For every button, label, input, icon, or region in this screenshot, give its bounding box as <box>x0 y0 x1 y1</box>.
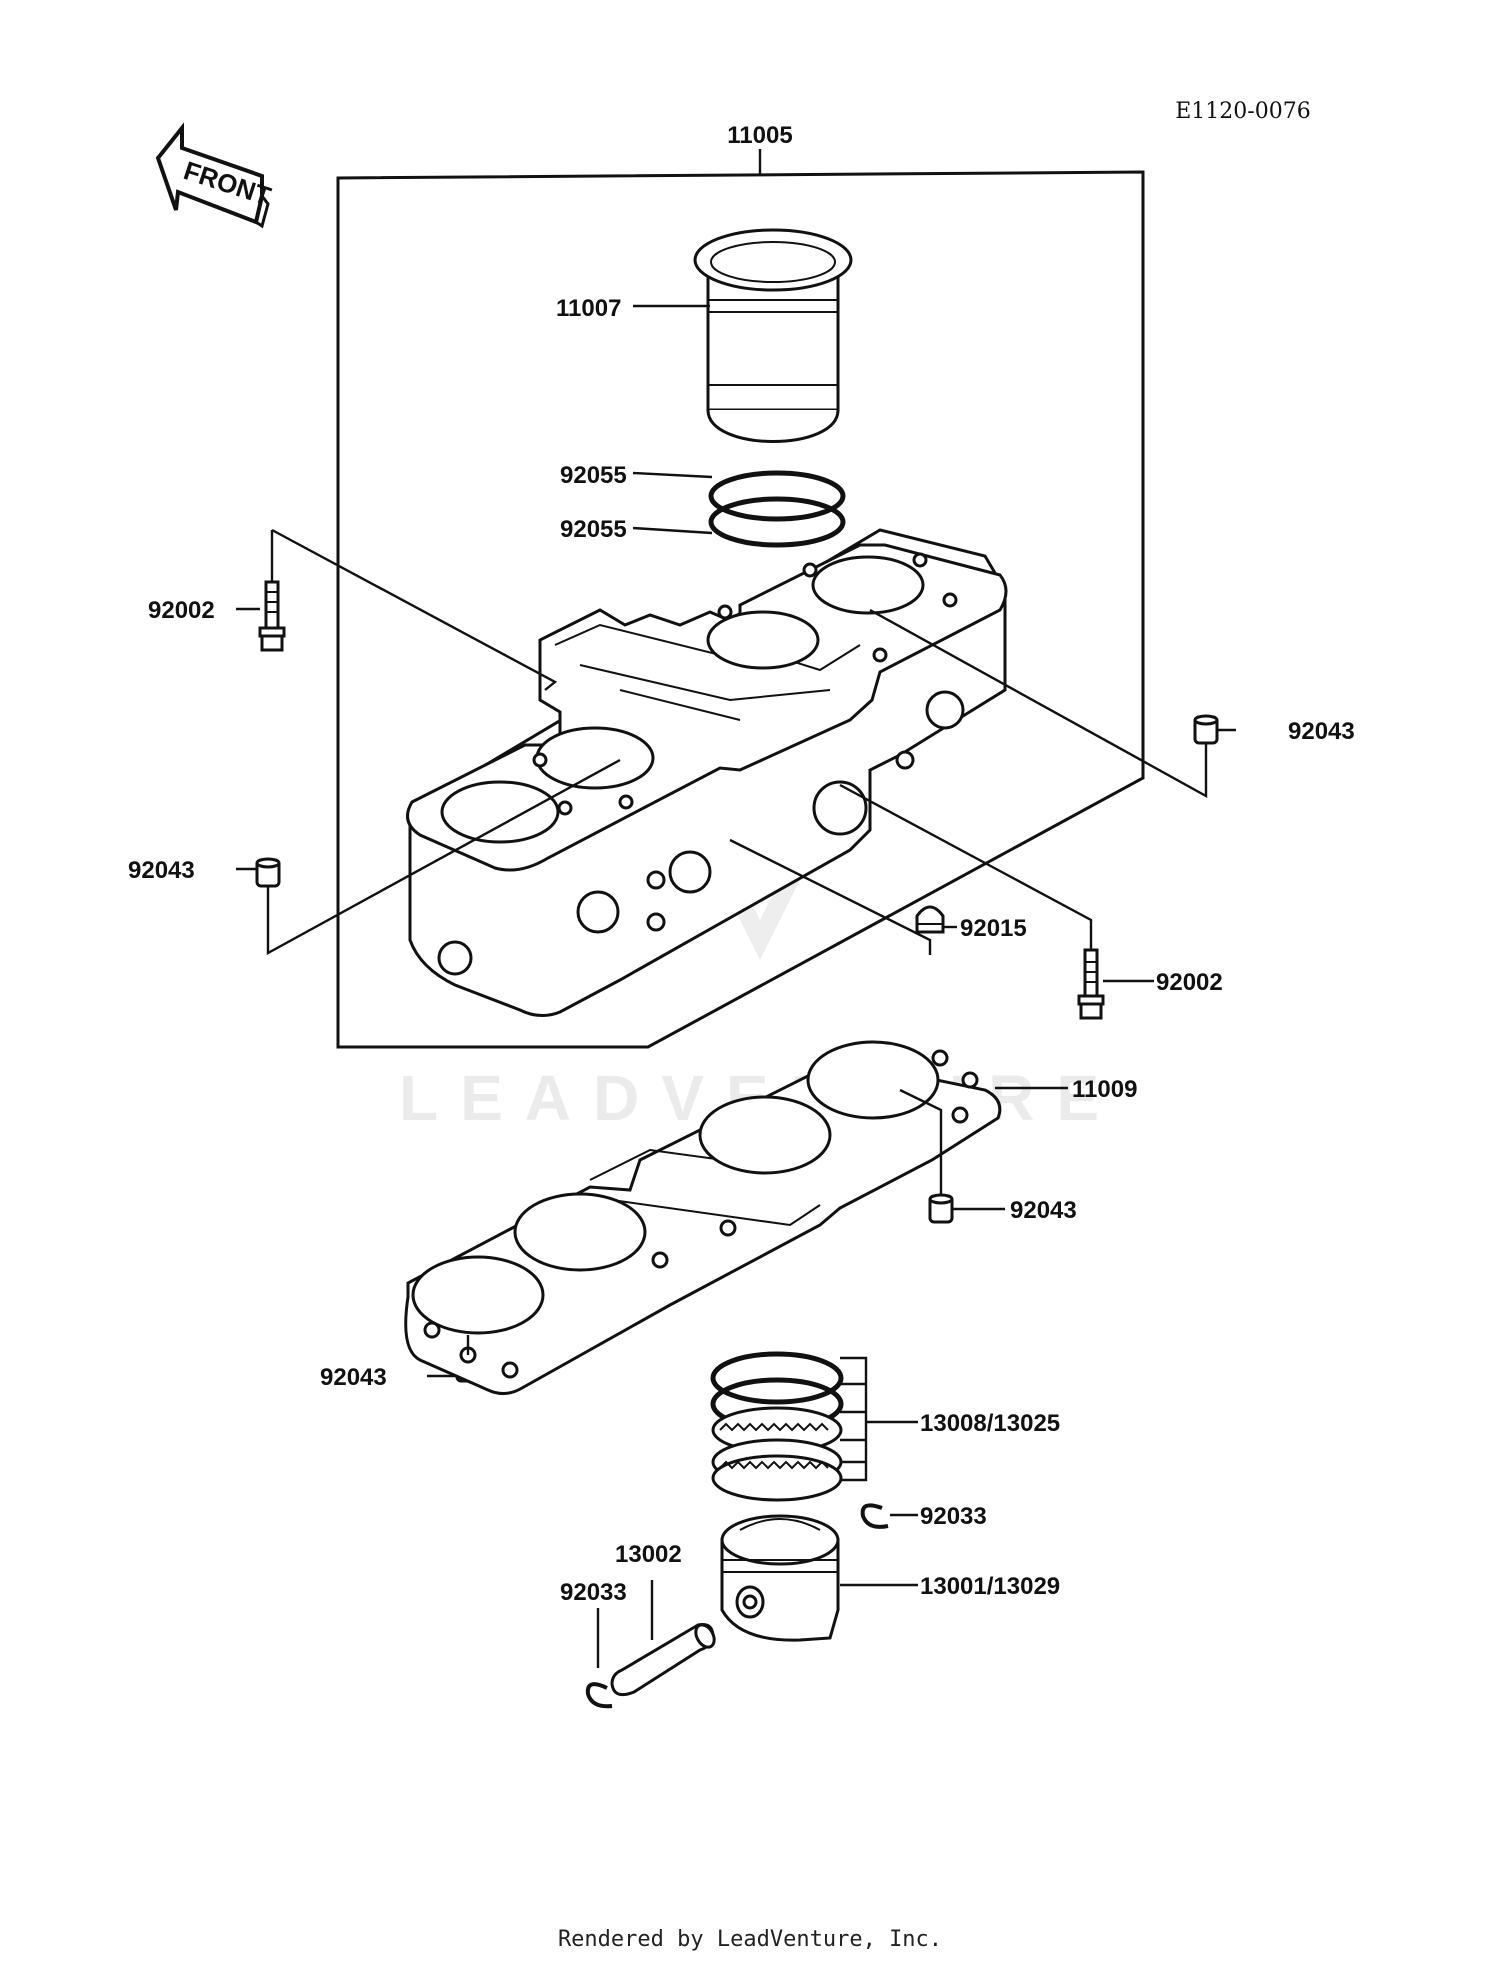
o-ring-upper <box>708 470 846 522</box>
part-label-92002-left: 92002 <box>148 597 215 624</box>
piston-pin <box>610 1623 716 1697</box>
front-arrow-icon: FRONT <box>155 122 275 229</box>
dowel-pin-left-icon <box>255 857 281 888</box>
dowel-pin-gasket-right-icon <box>928 1193 954 1224</box>
bolt-lower-right-icon <box>1077 948 1105 1020</box>
part-label-92033-right: 92033 <box>920 1503 987 1530</box>
part-number-labels: 11005 11007 92055 92055 92002 92043 9204… <box>128 122 1355 1606</box>
part-label-92043-left: 92043 <box>128 857 195 884</box>
piston <box>720 1514 840 1642</box>
bolt-upper-left-icon <box>258 580 286 652</box>
cylinder-block <box>406 528 1008 1017</box>
circlip-left-icon <box>585 1682 613 1709</box>
part-label-92055-upper: 92055 <box>560 462 627 489</box>
cylinder-assembly-bracket <box>336 149 1145 1049</box>
cap-nut-icon <box>915 905 945 934</box>
dowel-pin-right-icon <box>1193 714 1219 745</box>
part-label-92043-right: 92043 <box>1288 718 1355 745</box>
part-label-13001-13029: 13001/13029 <box>920 1573 1060 1600</box>
part-label-92033-left: 92033 <box>560 1579 627 1606</box>
leader-lines <box>236 304 1236 1668</box>
part-label-11005: 11005 <box>727 122 792 149</box>
piston-ring-set <box>710 1351 844 1502</box>
diagram-code: E1120-0076 <box>1175 99 1310 124</box>
footer-credit: Rendered by LeadVenture, Inc. <box>558 1927 942 1952</box>
part-label-13008-13025: 13008/13025 <box>920 1410 1060 1437</box>
o-ring-lower <box>708 496 846 548</box>
head-gasket <box>404 1040 1002 1395</box>
part-label-92015: 92015 <box>960 915 1027 942</box>
part-label-92055-lower: 92055 <box>560 516 627 543</box>
part-label-13002: 13002 <box>615 1541 682 1568</box>
part-label-11007: 11007 <box>556 295 621 322</box>
circlip-right-icon <box>860 1503 889 1529</box>
part-label-92043-gasket-left: 92043 <box>320 1364 387 1391</box>
part-label-92002-right: 92002 <box>1156 969 1223 996</box>
part-label-11009: 11009 <box>1072 1076 1137 1103</box>
cylinder-liner <box>693 228 853 443</box>
part-label-92043-gasket-right: 92043 <box>1010 1197 1077 1224</box>
